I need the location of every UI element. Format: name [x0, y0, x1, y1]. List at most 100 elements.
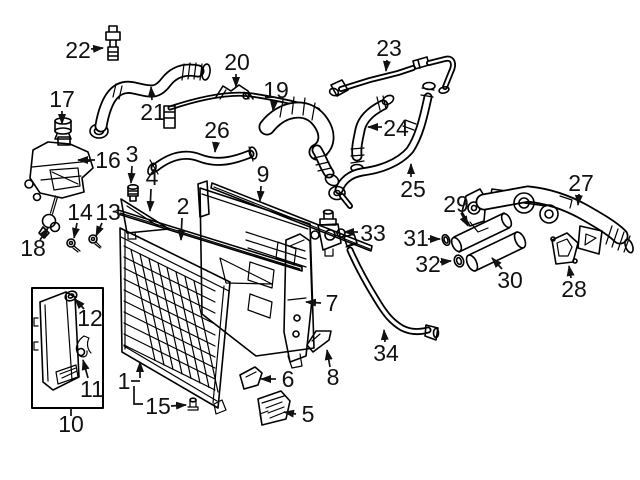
callout-label-23: 23	[376, 35, 402, 61]
leader-arrow	[212, 141, 220, 153]
part-6-bracket-drawing	[239, 366, 263, 390]
callout-22[interactable]: 22	[65, 37, 104, 63]
leader-arrow	[72, 222, 80, 239]
callout-34[interactable]: 34	[373, 329, 399, 366]
callout-label-21: 21	[140, 99, 166, 125]
leader-arrow	[256, 185, 265, 202]
leader-arrow	[382, 59, 391, 72]
callout-28[interactable]: 28	[561, 265, 587, 302]
callout-1[interactable]: 1	[118, 361, 144, 405]
part-32-oring-drawing	[453, 254, 465, 268]
callout-label-18: 18	[20, 235, 46, 261]
leader-arrow	[90, 44, 104, 53]
callout-label-31: 31	[403, 225, 429, 251]
callout-label-13: 13	[95, 199, 121, 225]
part-5-bracket-drawing	[257, 390, 291, 426]
callout-11[interactable]: 11	[80, 359, 104, 402]
leader-arrow	[459, 212, 469, 227]
callout-label-3: 3	[126, 141, 139, 167]
part-31-oring-drawing	[441, 233, 451, 247]
callout-24[interactable]: 24	[367, 115, 409, 141]
callout-20[interactable]: 20	[224, 49, 250, 88]
leader-arrow	[324, 349, 333, 368]
callout-30[interactable]: 30	[491, 257, 523, 293]
callout-29[interactable]: 29	[443, 191, 469, 227]
leader-arrow	[127, 165, 136, 184]
leader-arrow	[95, 222, 104, 237]
callout-26[interactable]: 26	[204, 117, 230, 153]
callout-2[interactable]: 2	[177, 193, 190, 241]
fan-shroud-drawing	[197, 180, 315, 357]
callout-12[interactable]: 12	[74, 298, 103, 331]
part-25-hose-drawing	[328, 81, 436, 209]
callout-5[interactable]: 5	[283, 401, 314, 427]
callout-7[interactable]: 7	[305, 290, 338, 316]
leader-arrow	[170, 401, 187, 410]
part-17-cap-drawing	[54, 117, 72, 140]
callout-3[interactable]: 3	[126, 141, 139, 184]
callout-17[interactable]: 17	[49, 86, 75, 125]
callout-8[interactable]: 8	[324, 349, 340, 390]
callout-label-9: 9	[257, 161, 270, 187]
part-10-kit-box-drawing	[31, 287, 104, 409]
part-9-strip-drawing	[210, 182, 373, 252]
leader-arrow	[146, 188, 155, 212]
callout-label-25: 25	[400, 176, 426, 202]
leader-arrow	[283, 409, 297, 418]
callout-19[interactable]: 19	[263, 77, 289, 112]
part-7-side-bracket-drawing	[283, 233, 313, 369]
callout-label-24: 24	[383, 115, 409, 141]
part-22-bleed-valve-drawing	[105, 25, 121, 61]
leader-arrow	[380, 329, 389, 343]
leader-arrow	[305, 298, 322, 307]
callout-18[interactable]: 18	[20, 227, 49, 261]
leader-arrow	[439, 257, 452, 266]
callout-32[interactable]: 32	[415, 251, 452, 277]
callout-label-33: 33	[360, 220, 386, 246]
callout-label-29: 29	[443, 191, 469, 217]
callout-label-12: 12	[77, 305, 103, 331]
callout-33[interactable]: 33	[343, 220, 386, 246]
callout-label-16: 16	[95, 147, 121, 173]
part-11-clip-drawing	[75, 335, 92, 358]
callout-16[interactable]: 16	[77, 147, 121, 173]
callout-label-30: 30	[497, 267, 523, 293]
callout-label-32: 32	[415, 251, 441, 277]
leader-line	[133, 386, 143, 405]
callout-25[interactable]: 25	[400, 163, 426, 202]
callout-9[interactable]: 9	[256, 161, 270, 202]
callout-4[interactable]: 4	[146, 164, 159, 212]
part-29-pipe-drawing	[450, 212, 513, 253]
callout-31[interactable]: 31	[403, 225, 441, 251]
callout-6[interactable]: 6	[260, 366, 295, 392]
callout-10[interactable]: 10	[58, 408, 84, 437]
callout-label-27: 27	[568, 170, 594, 196]
part-2-seal-bar-drawing	[117, 209, 303, 272]
part-30-pipe-drawing	[465, 231, 527, 272]
callout-label-26: 26	[204, 117, 230, 143]
leader-arrow	[39, 227, 49, 241]
part-1-radiator-drawing	[119, 227, 231, 415]
leader-arrow	[574, 193, 583, 206]
callout-23[interactable]: 23	[376, 35, 402, 72]
leader-arrow	[74, 298, 85, 310]
leader-arrow	[491, 257, 503, 270]
part-13-clip-drawing	[88, 234, 102, 249]
part-16-expansion-tank-drawing	[24, 136, 94, 202]
callout-label-22: 22	[65, 37, 91, 63]
part-33-valve-drawing	[310, 209, 346, 257]
part-12-grommet-drawing	[64, 290, 78, 302]
callout-14[interactable]: 14	[67, 199, 93, 239]
leader-arrow	[147, 86, 156, 101]
callout-15[interactable]: 15	[145, 393, 187, 419]
callout-21[interactable]: 21	[140, 86, 166, 125]
callout-label-15: 15	[145, 393, 171, 419]
callout-label-6: 6	[282, 366, 295, 392]
part-8-bracket-drawing	[306, 330, 332, 353]
callout-13[interactable]: 13	[95, 199, 121, 237]
callout-label-10: 10	[58, 411, 84, 437]
callout-27[interactable]: 27	[568, 170, 594, 206]
